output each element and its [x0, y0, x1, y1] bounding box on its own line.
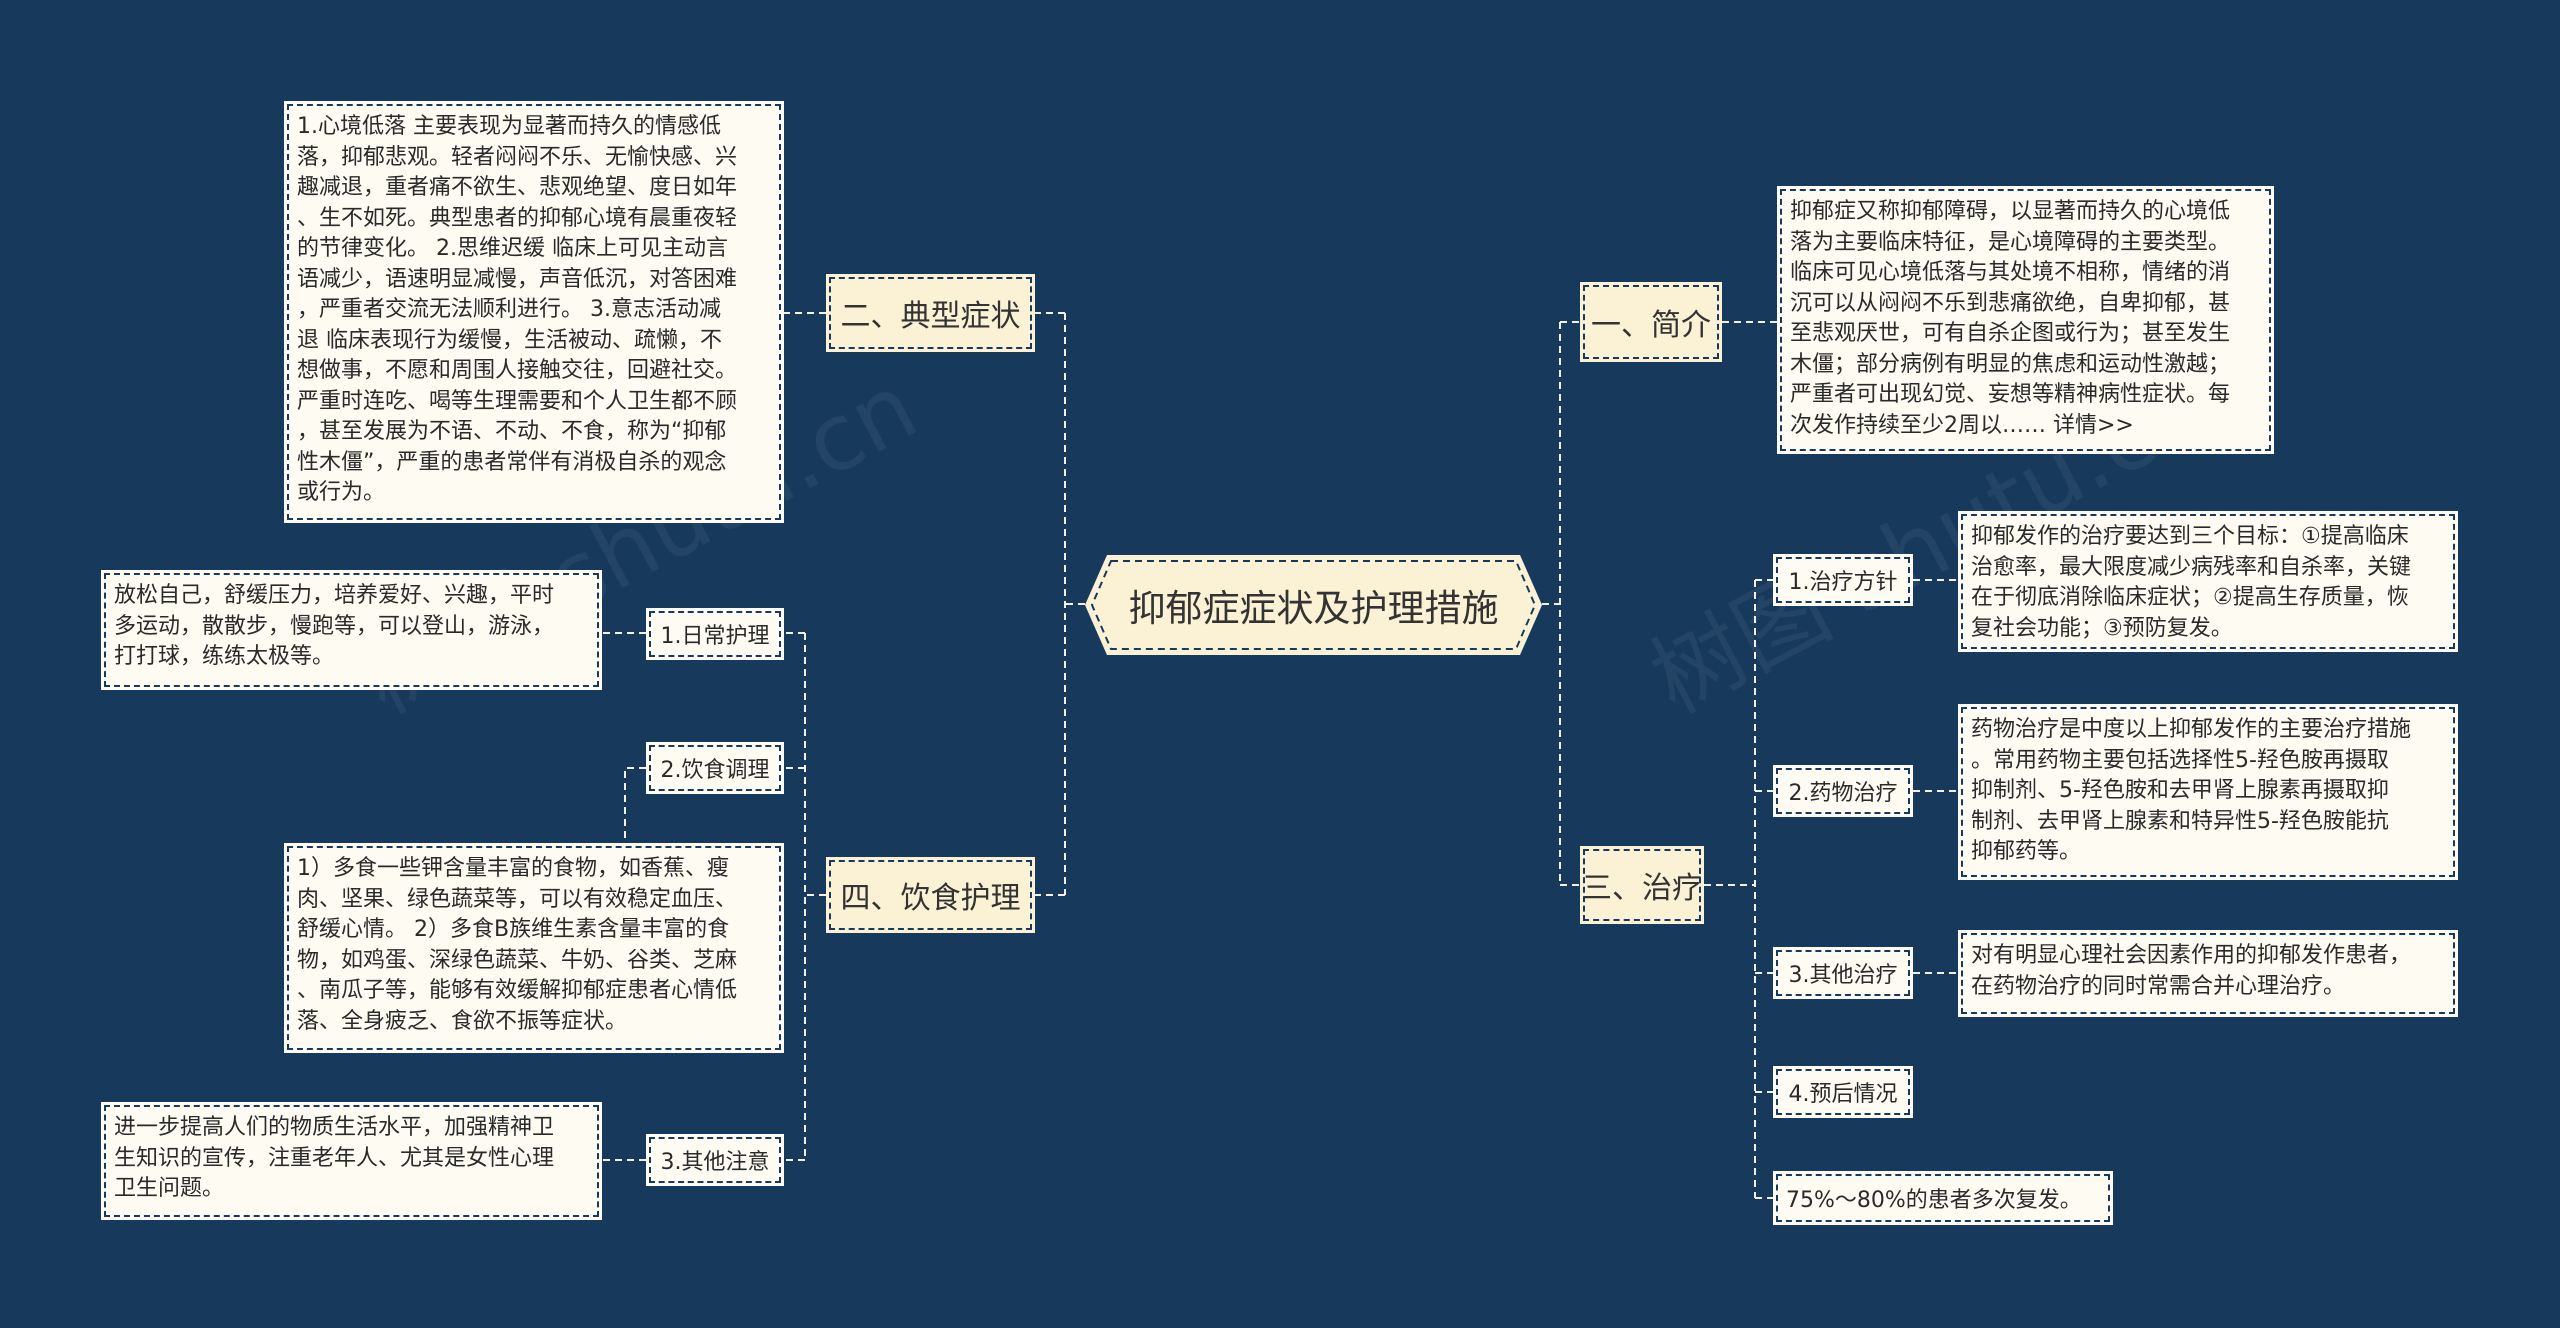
- branch-diet[interactable]: 四、饮食护理: [826, 857, 1035, 933]
- treatment-prognosis[interactable]: 4.预后情况: [1773, 1066, 1913, 1118]
- link-diet-children: [784, 632, 826, 1161]
- diet-food-adjust-text: 1）多食一些钾含量丰富的食物，如香蕉、瘦 肉、坚果、绿色蔬菜等，可以有效稳定血压…: [284, 843, 784, 1053]
- treatment-drug-text: 药物治疗是中度以上抑郁发作的主要治疗措施 。常用药物主要包括选择性5-羟色胺再摄…: [1958, 704, 2458, 880]
- treatment-policy[interactable]: 1.治疗方针: [1773, 554, 1913, 606]
- link-root-left: [1035, 312, 1085, 896]
- treatment-policy-text: 抑郁发作的治疗要达到三个目标：①提高临床 治愈率，最大限度减少病残率和自杀率，关…: [1958, 511, 2458, 652]
- symptoms-description: 1.心境低落 主要表现为显著而持久的情感低 落，抑郁悲观。轻者闷闷不乐、无愉快感…: [284, 101, 784, 523]
- branch-symptoms[interactable]: 二、典型症状: [826, 274, 1035, 352]
- intro-description: 抑郁症又称抑郁障碍，以显著而持久的心境低 落为主要临床特征，是心境障碍的主要类型…: [1777, 186, 2274, 454]
- branch-intro[interactable]: 一、简介: [1580, 282, 1722, 362]
- treatment-relapse-rate: 75%～80%的患者多次复发。: [1773, 1171, 2113, 1225]
- link-treatment-children: [1704, 579, 1773, 1199]
- link-root-right: [1542, 321, 1580, 886]
- treatment-other[interactable]: 3.其他治疗: [1773, 947, 1913, 999]
- root-topic[interactable]: 抑郁症症状及护理措施: [1085, 555, 1542, 655]
- treatment-other-text: 对有明显心理社会因素作用的抑郁发作患者， 在药物治疗的同时常需合并心理治疗。: [1958, 930, 2458, 1017]
- root-topic-outline: [1090, 560, 1537, 650]
- diet-food-adjust[interactable]: 2.饮食调理: [646, 742, 784, 794]
- branch-treatment[interactable]: 三、治疗: [1580, 846, 1704, 924]
- diet-daily-care-text: 放松自己，舒缓压力，培养爱好、兴趣，平时 多运动，散散步，慢跑等，可以登山，游泳…: [101, 570, 602, 690]
- treatment-drug[interactable]: 2.药物治疗: [1773, 765, 1913, 817]
- diet-other-notes-text: 进一步提高人们的物质生活水平，加强精神卫 生知识的宣传，注重老年人、尤其是女性心…: [101, 1102, 602, 1220]
- diet-other-notes[interactable]: 3.其他注意: [646, 1134, 784, 1186]
- diet-daily-care[interactable]: 1.日常护理: [646, 608, 784, 660]
